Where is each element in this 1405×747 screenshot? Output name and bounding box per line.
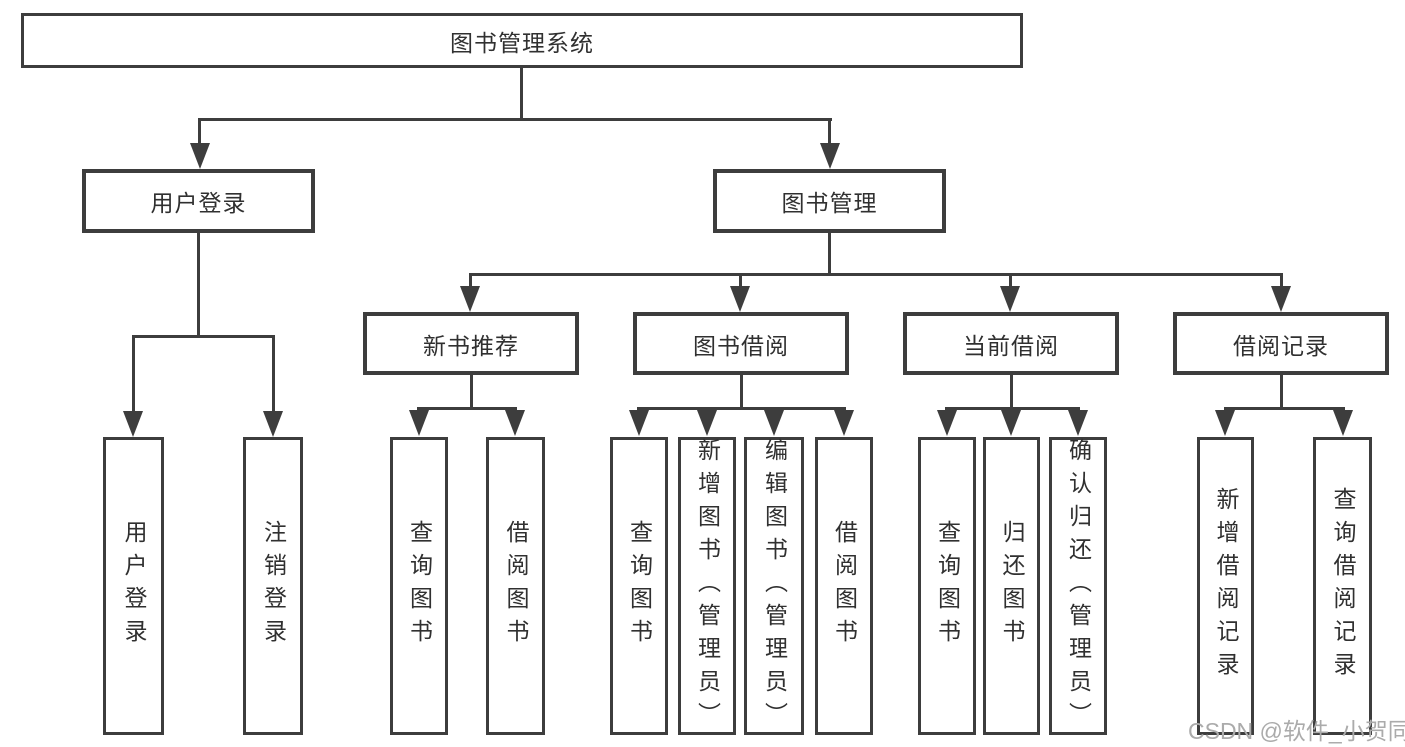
leaf-cb-confirm-return-admin-label: 确认归还（管理员） <box>1065 437 1092 735</box>
leaf-cb-return-books-label: 归还图书 <box>999 520 1025 652</box>
connector-cb-bar <box>945 407 1080 410</box>
arrow-to-nbr-borrow-books <box>505 410 525 436</box>
leaf-user-login: 用户登录 <box>103 437 164 735</box>
arrow-to-user-login <box>190 143 210 169</box>
node-current-borrowing: 当前借阅 <box>903 312 1119 375</box>
connector-root-stem-left <box>198 118 201 145</box>
leaf-nbr-query-books: 查询图书 <box>390 437 448 735</box>
leaf-br-query-record: 查询借阅记录 <box>1313 437 1372 735</box>
leaf-bb-borrow-books: 借阅图书 <box>815 437 873 735</box>
leaf-nbr-borrow-books: 借阅图书 <box>486 437 545 735</box>
connector-cb-trunk <box>1010 375 1013 407</box>
arrow-to-cb-confirm-return <box>1068 410 1088 436</box>
connector-bb-trunk <box>740 375 743 407</box>
connector-nbr-bar <box>417 407 517 410</box>
connector-bm-stem-2 <box>739 273 742 287</box>
node-new-book-recommend: 新书推荐 <box>363 312 579 375</box>
leaf-nbr-query-books-label: 查询图书 <box>406 520 433 652</box>
leaf-bb-query-books-label: 查询图书 <box>626 520 653 652</box>
connector-br-bar <box>1224 407 1345 410</box>
arrow-to-leaf-user-login <box>123 411 143 437</box>
leaf-br-query-record-label: 查询借阅记录 <box>1330 487 1356 685</box>
connector-root-stem-right <box>828 118 831 145</box>
connector-bm-stem-1 <box>469 273 472 287</box>
node-library-management-system: 图书管理系统 <box>21 13 1023 68</box>
connector-user-login-stem-1 <box>132 335 135 413</box>
connector-root-trunk <box>520 68 523 118</box>
leaf-cb-return-books: 归还图书 <box>983 437 1040 735</box>
connector-bm-stem-3 <box>1009 273 1012 287</box>
leaf-logout: 注销登录 <box>243 437 303 735</box>
node-borrowing-records: 借阅记录 <box>1173 312 1389 375</box>
arrow-to-bb-add-books <box>697 410 717 436</box>
arrow-to-book-borrowing <box>730 286 750 312</box>
leaf-logout-label: 注销登录 <box>260 520 287 652</box>
leaf-bb-borrow-books-label: 借阅图书 <box>831 520 858 652</box>
arrow-to-br-query-record <box>1333 410 1353 436</box>
leaf-cb-confirm-return-admin: 确认归还（管理员） <box>1049 437 1107 735</box>
leaf-bb-edit-books-admin: 编辑图书（管理员） <box>744 437 804 735</box>
arrow-to-cb-query-books <box>937 410 957 436</box>
leaf-bb-add-books-admin-label: 新增图书（管理员） <box>694 437 721 735</box>
node-user-login: 用户登录 <box>82 169 315 233</box>
leaf-br-add-record-label: 新增借阅记录 <box>1213 487 1239 685</box>
arrow-to-br-add-record <box>1215 410 1235 436</box>
node-book-management: 图书管理 <box>713 169 946 233</box>
arrow-to-bb-edit-books <box>764 410 784 436</box>
connector-root-bar <box>198 118 832 121</box>
connector-bm-stem-4 <box>1280 273 1283 287</box>
connector-bb-bar <box>637 407 846 410</box>
leaf-bb-add-books-admin: 新增图书（管理员） <box>678 437 736 735</box>
leaf-nbr-borrow-books-label: 借阅图书 <box>503 520 529 652</box>
leaf-cb-query-books-label: 查询图书 <box>934 520 961 652</box>
arrow-to-leaf-logout <box>263 411 283 437</box>
arrow-to-nbr-query-books <box>409 410 429 436</box>
leaf-br-add-record: 新增借阅记录 <box>1197 437 1254 735</box>
leaf-user-login-label: 用户登录 <box>121 520 147 652</box>
arrow-to-borrowing-records <box>1271 286 1291 312</box>
connector-user-login-trunk <box>197 233 200 335</box>
arrow-to-cb-return-books <box>1001 410 1021 436</box>
watermark: CSDN @软件_小贺同学 <box>1188 718 1405 744</box>
arrow-to-bb-query-books <box>629 410 649 436</box>
leaf-cb-query-books: 查询图书 <box>918 437 976 735</box>
arrow-to-book-management <box>820 143 840 169</box>
arrow-to-bb-borrow-books <box>834 410 854 436</box>
arrow-to-current-borrowing <box>1000 286 1020 312</box>
arrow-to-new-book-recommend <box>460 286 480 312</box>
leaf-bb-query-books: 查询图书 <box>610 437 668 735</box>
connector-book-management-trunk <box>828 233 831 273</box>
node-book-borrowing: 图书借阅 <box>633 312 849 375</box>
connector-book-management-bar <box>469 273 1283 276</box>
connector-user-login-stem-2 <box>272 335 275 413</box>
connector-br-trunk <box>1280 375 1283 407</box>
connector-nbr-trunk <box>470 375 473 407</box>
leaf-bb-edit-books-admin-label: 编辑图书（管理员） <box>761 437 788 735</box>
connector-user-login-bar <box>132 335 275 338</box>
